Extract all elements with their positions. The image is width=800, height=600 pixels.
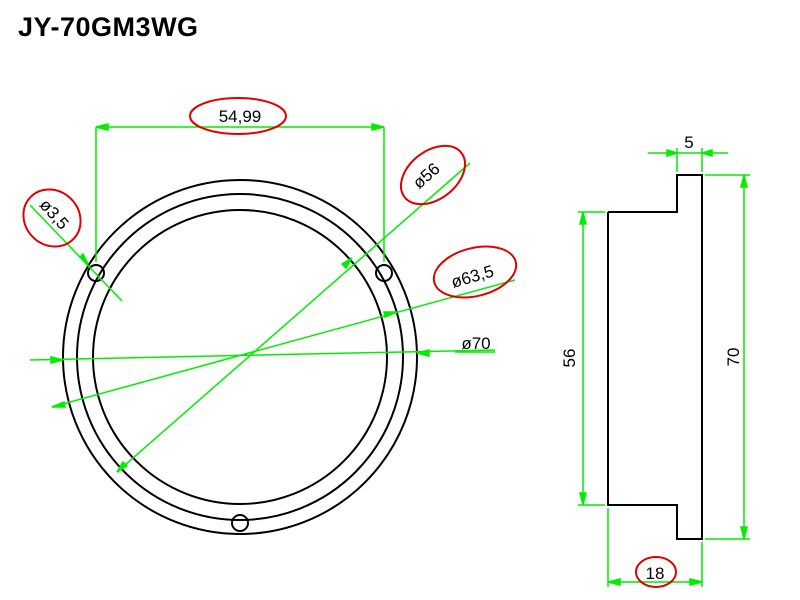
total-depth-label: 18 (646, 564, 665, 583)
hole-diameter-label: ø3,5 (36, 195, 73, 233)
highlight-inner-diameter (400, 144, 466, 206)
mounting-hole-left (87, 264, 105, 282)
outer-height-label: 70 (724, 348, 743, 367)
outer-diameter-label: ø70 (461, 334, 490, 353)
front-view: 54,99 ø3,5 ø56 ø63,5 ø70 (22, 97, 518, 535)
highlight-hole-spacing (189, 97, 287, 135)
outer-circle (62, 179, 418, 535)
hole-spacing-label: 54,99 (219, 107, 262, 126)
page-title: JY-70GM3WG (18, 12, 199, 42)
mounting-hole-right (375, 264, 393, 282)
side-view: 5 56 70 18 (560, 133, 750, 588)
highlight-bolt-circle-diameter (432, 245, 518, 299)
inner-diameter-label: ø56 (409, 159, 444, 193)
mounting-hole-bottom (231, 514, 249, 532)
bolt-circle (76, 193, 404, 521)
highlight-hole-diameter (22, 188, 82, 248)
inner-circle (92, 209, 388, 505)
inner-height-label: 56 (560, 349, 579, 368)
flange-thickness-label: 5 (684, 133, 693, 152)
side-profile (607, 174, 703, 540)
highlight-total-depth (635, 556, 677, 588)
